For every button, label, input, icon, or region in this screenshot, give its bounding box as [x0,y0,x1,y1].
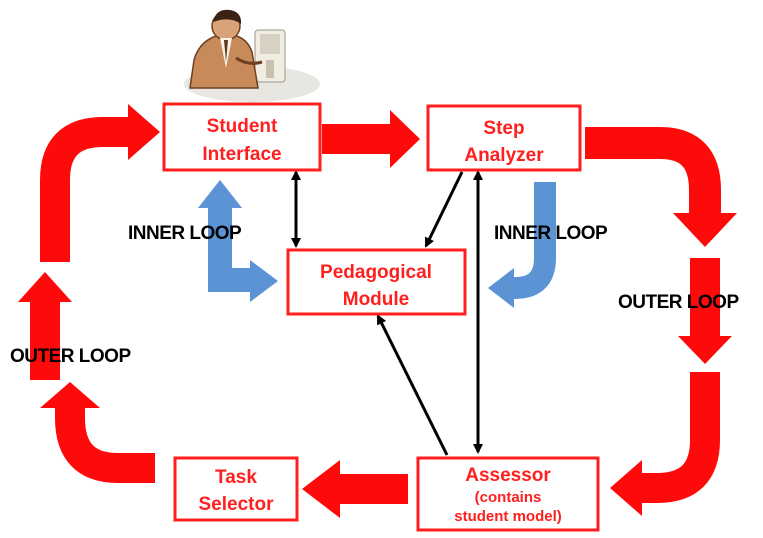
assessor-label-line2: (contains [475,489,542,506]
connectors [291,170,483,456]
outer-loop-arrow-bottom-right [640,372,720,503]
inner-loop-arrows [198,180,556,308]
assessor-label-line3: student model) [454,508,562,525]
pedagogical-module-box: Pedagogical Module [286,248,467,316]
outer-loop-label-left: OUTER LOOP [10,346,131,367]
outer-loop-arrow-right-middle [690,258,720,338]
outer-loop-arrowhead-bottom-right [610,460,642,516]
student-interface-box: Student Interface [162,102,322,172]
student-interface-label-line2: Interface [202,144,281,165]
step-analyzer-label-line1: Step [483,118,524,139]
outer-loop-arrow-bottom-middle [338,474,408,504]
outer-loop-arrowhead-bottom-left [40,382,100,408]
outer-loop-arrow-top-middle [322,124,392,154]
task-selector-box: Task Selector [173,456,299,522]
assessor-label-line1: Assessor [465,465,551,486]
outer-loop-label-right: OUTER LOOP [618,292,739,313]
outer-loop-arrow-top-right [585,127,721,215]
student-interface-label-line1: Student [207,116,278,137]
outer-loop-arrowhead-left-middle [18,272,72,302]
pedagogical-module-label-line1: Pedagogical [320,262,432,283]
task-selector-label-line2: Selector [199,494,275,515]
outer-loop-arrow-left-middle [30,300,60,380]
assessor-box: Assessor (contains student model) [416,456,600,532]
inner-loop-arrowhead-right [488,268,514,308]
connector-analyzer-pedagogical [424,171,464,248]
inner-loop-arrowhead-left-up [198,180,242,208]
inner-loop-arrowhead-left-right [250,260,278,302]
outer-loop-arrowhead-top-middle [390,110,420,168]
step-analyzer-box: Step Analyzer [426,104,582,172]
person-at-computer-icon [184,9,320,102]
outer-loop-arrow-top-left [40,117,130,262]
outer-loop-arrow-bottom-left [55,405,155,483]
outer-loop-arrowhead-right-middle [678,336,732,364]
step-analyzer-label-line2: Analyzer [464,145,544,166]
outer-loop-arrowhead-top-right [673,213,737,247]
outer-loop-arrowhead-top-left [128,104,160,160]
task-selector-label-line1: Task [215,467,257,488]
inner-loop-arrow-left [208,205,252,292]
inner-loop-arrow-right [512,182,556,299]
pedagogical-module-label-line2: Module [343,289,410,310]
inner-loop-label-right: INNER LOOP [494,223,608,244]
inner-loop-label-left: INNER LOOP [128,223,242,244]
outer-loop-arrowhead-bottom-middle [302,460,340,518]
outer-loop-arrows [18,104,737,518]
connector-assessor-pedagogical [376,314,449,456]
